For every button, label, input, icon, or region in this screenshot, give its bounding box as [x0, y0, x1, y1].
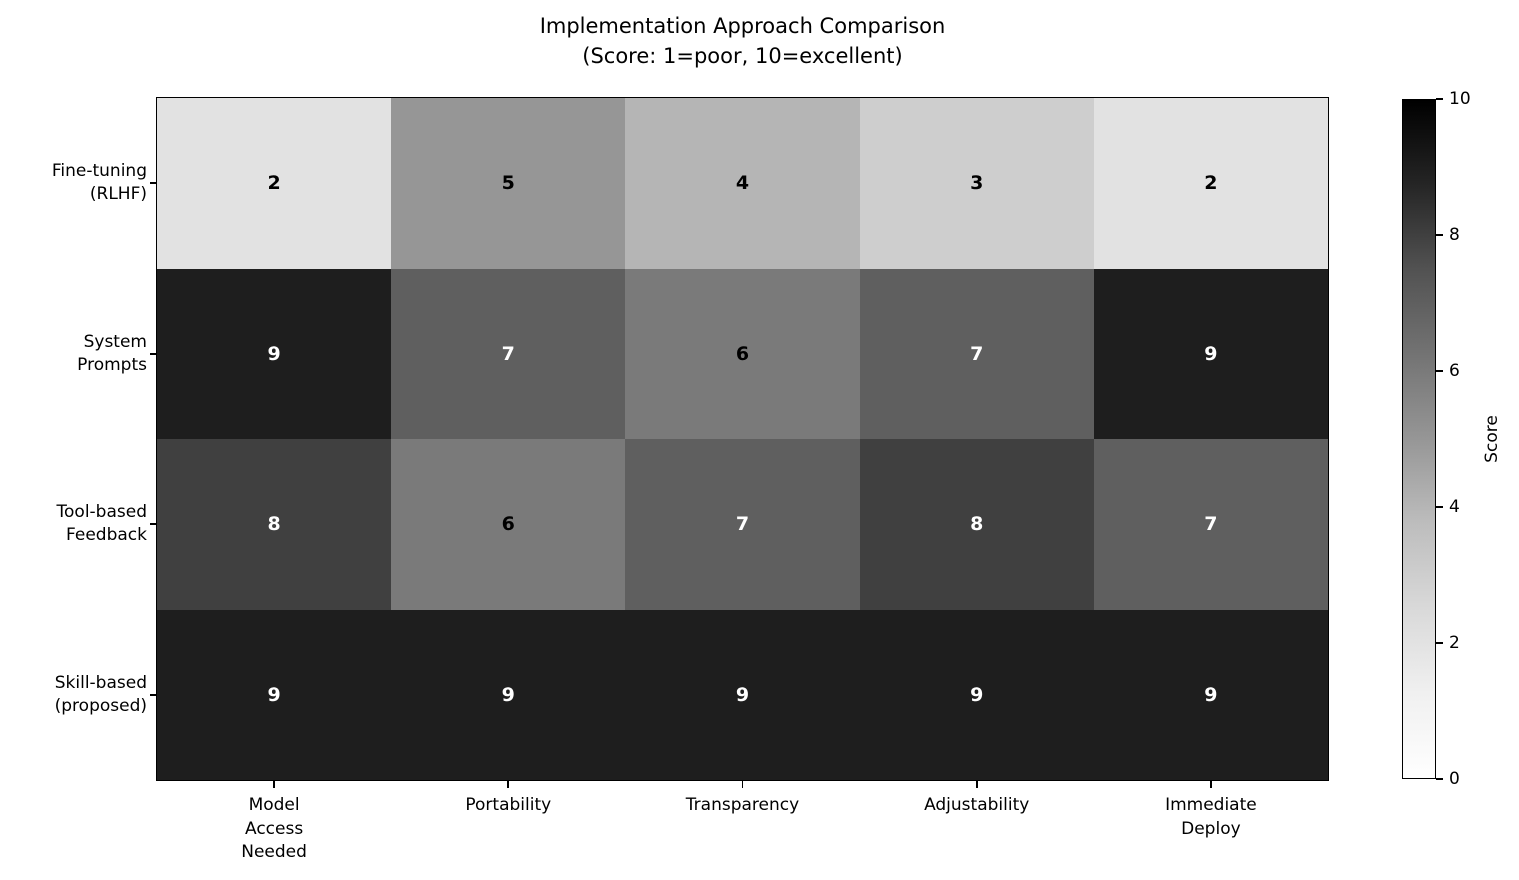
heatmap-cell: 5 [391, 98, 626, 269]
x-tick-label: Model Access Needed [241, 795, 307, 862]
colorbar-tick-label: 10 [1449, 89, 1471, 109]
heatmap-cell: 9 [391, 609, 626, 780]
x-tick-mark [507, 781, 510, 788]
heatmap-cell: 6 [625, 268, 860, 439]
heatmap-cell: 7 [625, 439, 860, 610]
colorbar-gradient [1403, 100, 1435, 778]
x-tick-label: Portability [465, 795, 552, 815]
x-tick-label: Immediate Deploy [1165, 795, 1257, 839]
heatmap-cell: 9 [157, 268, 392, 439]
y-tick-mark [150, 523, 157, 526]
x-tick-mark [975, 781, 978, 788]
heatmap-cell: 4 [625, 98, 860, 269]
heatmap-cell: 9 [625, 609, 860, 780]
y-tick-label: Fine-tuning (RLHF) [51, 161, 147, 205]
heatmap-cell: 7 [391, 268, 626, 439]
heatmap-cell: 3 [859, 98, 1094, 269]
chart-subtitle: (Score: 1=poor, 10=excellent) [582, 44, 903, 68]
heatmap-cell: 2 [157, 98, 392, 269]
y-tick-label: Skill-based (proposed) [54, 672, 147, 716]
heatmap-cell: 6 [391, 439, 626, 610]
heatmap-cell: 7 [1093, 439, 1328, 610]
colorbar-tick-label: 8 [1449, 225, 1460, 245]
heatmap-cell: 9 [859, 609, 1094, 780]
title-block: Implementation Approach Comparison (Scor… [157, 11, 1328, 71]
x-tick-label: Adjustability [924, 795, 1030, 815]
colorbar-tick-mark [1436, 98, 1443, 100]
x-tick-label: Transparency [685, 795, 800, 815]
colorbar-tick-mark [1436, 370, 1443, 372]
colorbar-tick-label: 0 [1449, 769, 1460, 789]
heatmap-cell: 8 [157, 439, 392, 610]
y-tick-label: System Prompts [77, 331, 147, 375]
y-tick-mark [150, 352, 157, 355]
colorbar-tick-mark [1436, 506, 1443, 508]
heatmap-cell: 8 [859, 439, 1094, 610]
y-tick-mark [150, 182, 157, 185]
colorbar-tick-mark [1436, 642, 1443, 644]
y-tick-label: Tool-based Feedback [56, 502, 147, 546]
chart-title: Implementation Approach Comparison [539, 14, 946, 38]
x-tick-mark [741, 781, 744, 788]
colorbar-tick-mark [1436, 778, 1443, 780]
y-tick-mark [150, 693, 157, 696]
x-tick-mark [273, 781, 275, 788]
colorbar-tick-label: 2 [1449, 633, 1460, 653]
heatmap-cell: 7 [859, 268, 1094, 439]
heatmap-cell: 9 [157, 609, 392, 780]
colorbar-tick-label: 4 [1449, 497, 1460, 517]
heatmap-cell: 2 [1093, 98, 1328, 269]
colorbar-label: Score [1482, 415, 1502, 463]
colorbar-tick-label: 6 [1449, 361, 1460, 381]
x-tick-mark [1210, 781, 1212, 788]
heatmap-cell: 9 [1093, 609, 1328, 780]
colorbar-tick-mark [1436, 234, 1443, 236]
heatmap-cell: 9 [1093, 268, 1328, 439]
colorbar [1402, 99, 1436, 779]
